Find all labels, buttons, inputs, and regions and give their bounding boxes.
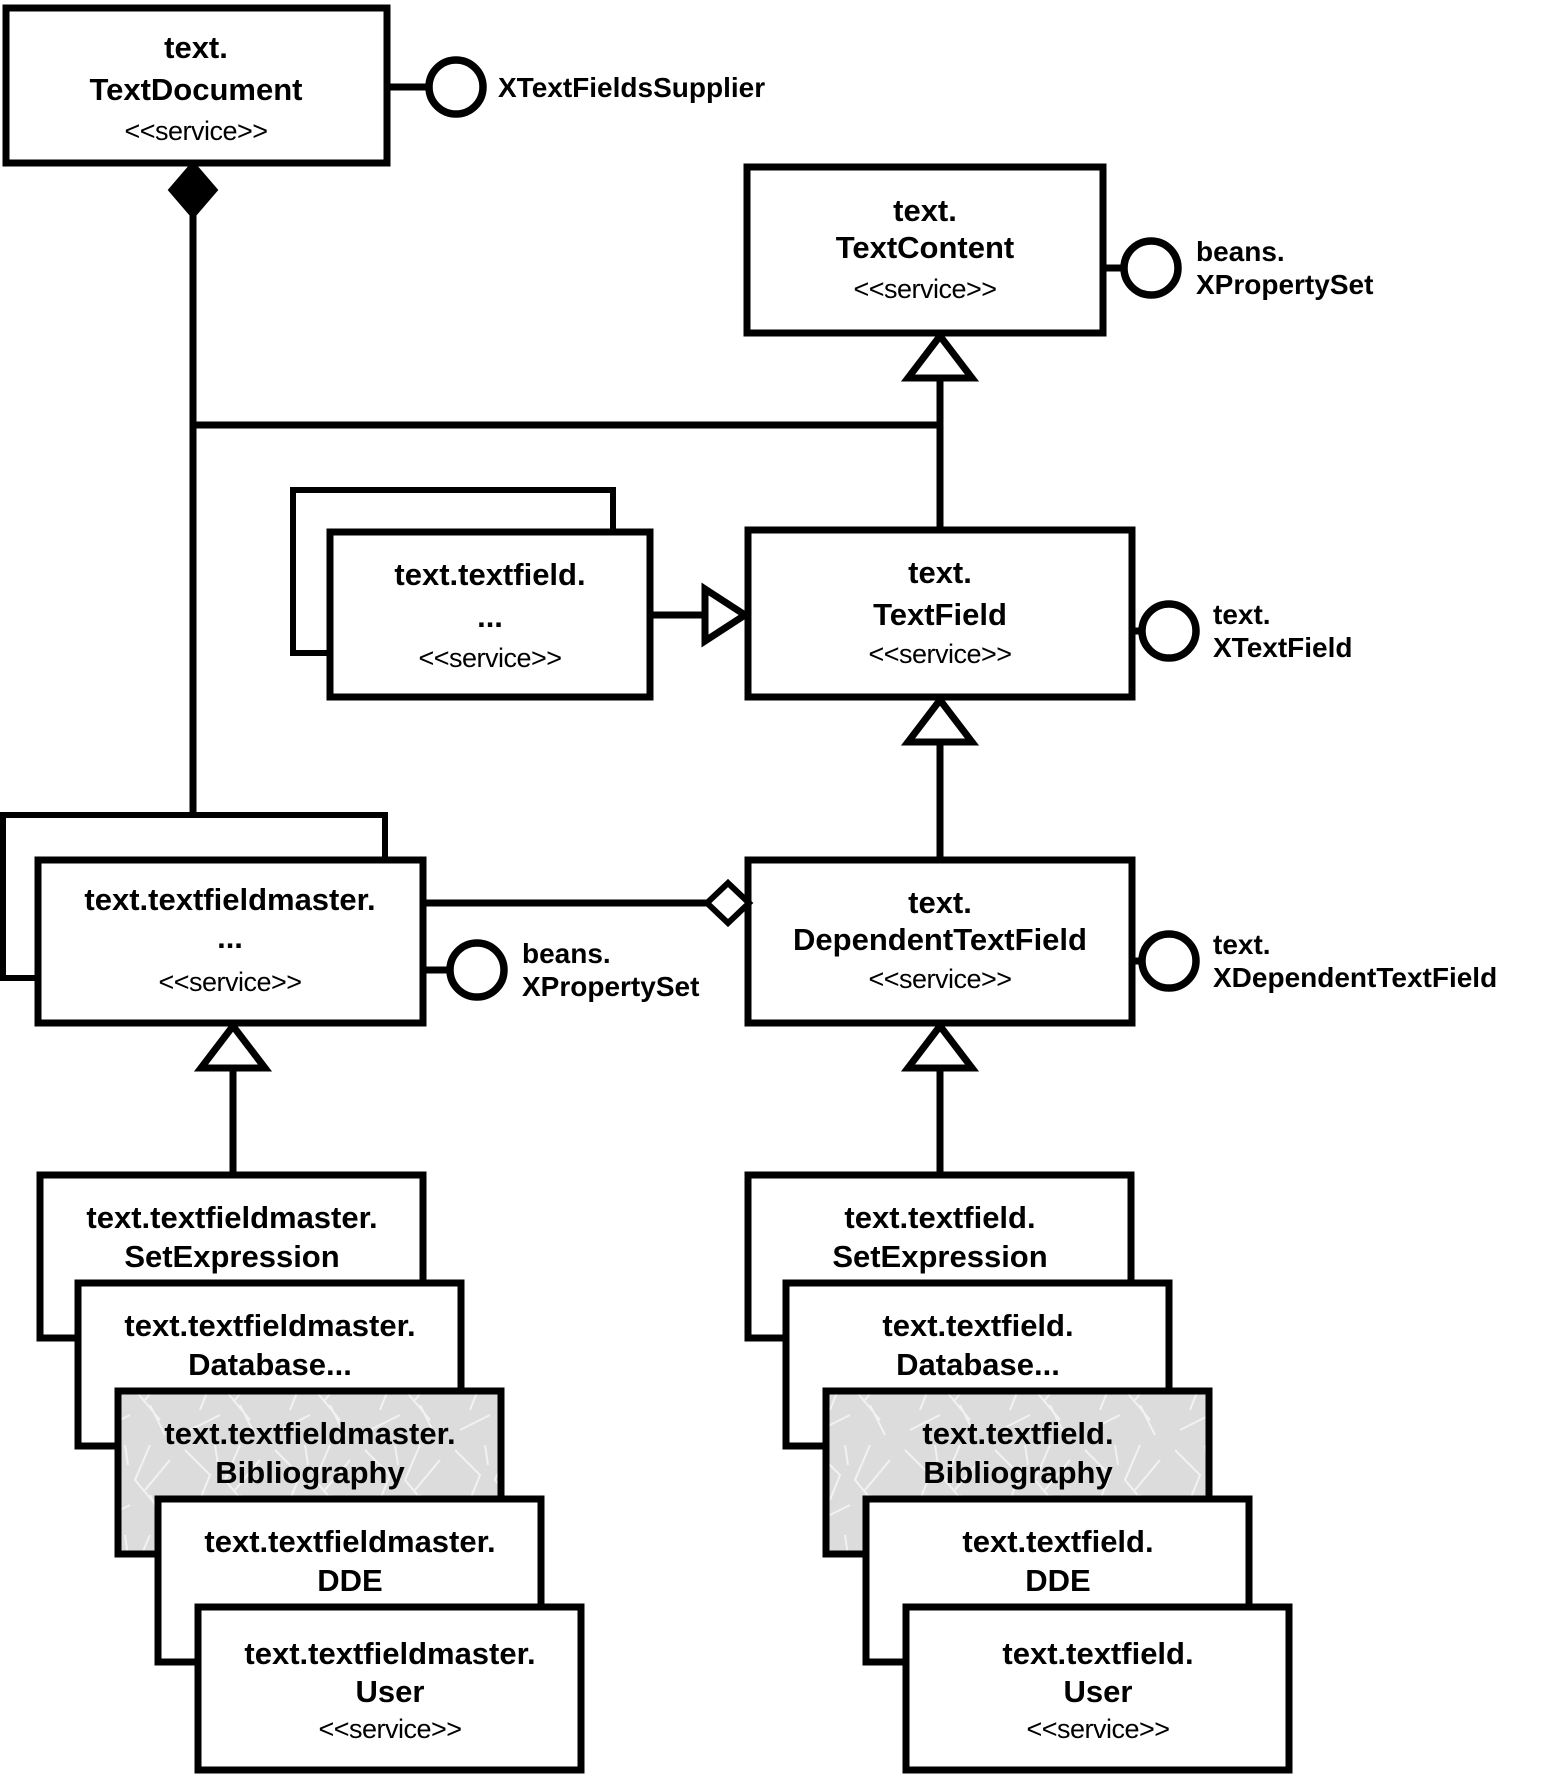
service-name-line1: text.textfield.	[394, 557, 585, 592]
service-box-textfield: text. TextField <<service>>	[744, 526, 1136, 701]
interface-label-line2: XPropertySet	[522, 971, 699, 1002]
service-box-textfieldmaster-generic-stack: text.textfieldmaster. ... <<service>>	[0, 812, 427, 1027]
box-rect	[326, 528, 654, 701]
master-stack: text.textfieldmaster. SetExpression text…	[36, 1171, 585, 1774]
service-name-line1: text.textfield.	[882, 1308, 1073, 1343]
interface-label-line2: XDependentTextField	[1213, 962, 1497, 993]
service-name-line2: SetExpression	[124, 1239, 339, 1274]
service-name-line2: TextField	[873, 597, 1007, 632]
interface-beans-xpropertyset-left: beans. XPropertySet	[446, 938, 699, 1002]
interface-label-line1: beans.	[522, 938, 611, 969]
box-rect	[743, 163, 1107, 337]
service-stereotype: <<service>>	[1026, 1714, 1169, 1744]
interface-lollipop-icon	[446, 939, 508, 1001]
box-rect	[194, 1603, 585, 1774]
interface-lollipop-icon	[1138, 930, 1200, 992]
generalization-arrow-icon-fieldgeneric	[701, 582, 752, 648]
service-name-line1: text.textfieldmaster.	[86, 1200, 377, 1235]
interface-lollipop-icon	[1120, 237, 1182, 299]
service-name-line1: text.textfieldmaster.	[204, 1524, 495, 1559]
service-name-line1: text.textfieldmaster.	[84, 882, 375, 917]
service-name-line1: text.textfield.	[1002, 1636, 1193, 1671]
interface-beans-xpropertyset-top: beans. XPropertySet	[1120, 236, 1373, 300]
box-rect	[34, 856, 427, 1027]
service-box-textcontent: text. TextContent <<service>>	[743, 163, 1107, 337]
box-rect	[902, 1603, 1293, 1774]
composition-diamond-icon	[167, 160, 219, 220]
interface-text-xtextfield: text. XTextField	[1138, 599, 1353, 663]
service-stereotype: <<service>>	[868, 964, 1011, 994]
field-stack-user: text.textfield. User <<service>>	[902, 1603, 1293, 1774]
service-stereotype: <<service>>	[418, 643, 561, 673]
service-name-line2: Bibliography	[215, 1455, 405, 1490]
service-name-line1: text.textfield.	[922, 1416, 1113, 1451]
interface-xtextfieldssupplier: XTextFieldsSupplier	[425, 56, 765, 118]
service-name-line1: text.textfieldmaster.	[244, 1636, 535, 1671]
service-box-dependenttextfield: text. DependentTextField <<service>>	[744, 856, 1136, 1027]
connector-glyphs	[167, 160, 980, 1072]
service-box-textdocument: text. TextDocument <<service>>	[2, 4, 391, 167]
generalization-arrow-icon-fieldstack	[900, 1020, 980, 1072]
interface-label-line2: XPropertySet	[1196, 269, 1373, 300]
service-stereotype: <<service>>	[853, 274, 996, 304]
service-name-line2: Database...	[896, 1347, 1060, 1382]
interface-lollipop-icon	[1138, 600, 1200, 662]
service-name-line2: TextDocument	[89, 72, 302, 107]
service-name-line1: text.textfield.	[844, 1200, 1035, 1235]
service-name-line1: text.	[164, 30, 228, 65]
box-rect	[2, 4, 391, 167]
interface-lollipop-icon	[425, 56, 487, 118]
generalization-arrow-icon-textfield	[900, 694, 980, 746]
interface-label-line1: beans.	[1196, 236, 1285, 267]
service-name-line2: DependentTextField	[793, 922, 1087, 957]
service-name-line1: text.textfieldmaster.	[124, 1308, 415, 1343]
master-stack-user: text.textfieldmaster. User <<service>>	[194, 1603, 585, 1774]
interface-label: XTextFieldsSupplier	[498, 72, 765, 103]
relation-lines	[189, 83, 1142, 1178]
service-stereotype: <<service>>	[124, 116, 267, 146]
service-name-line2: DDE	[1025, 1563, 1090, 1598]
aggregation-diamond-icon	[702, 878, 754, 928]
service-name-line2: ...	[477, 599, 503, 634]
service-name-line2: Database...	[188, 1347, 352, 1382]
service-name-line1: text.textfield.	[962, 1524, 1153, 1559]
service-name-line2: User	[1064, 1674, 1133, 1709]
interface-label-line2: XTextField	[1213, 632, 1353, 663]
service-name-line2: Bibliography	[923, 1455, 1113, 1490]
service-box-textfield-generic-stack: text.textfield. ... <<service>>	[290, 487, 654, 701]
service-name-line2: ...	[217, 920, 243, 955]
service-stereotype: <<service>>	[158, 967, 301, 997]
service-name-line1: text.	[908, 885, 972, 920]
generalization-arrow-icon-masterstack	[193, 1020, 273, 1072]
field-stack: text.textfield. SetExpression text.textf…	[744, 1171, 1293, 1774]
box-rect	[744, 856, 1136, 1027]
service-name-line2: User	[356, 1674, 425, 1709]
service-name-line2: SetExpression	[832, 1239, 1047, 1274]
interface-label-line1: text.	[1213, 929, 1271, 960]
field-stack-bibliography: text.textfield. Bibliography	[822, 1387, 1213, 1558]
interface-text-xdependenttextfield: text. XDependentTextField	[1138, 929, 1497, 993]
service-name-line1: text.	[893, 193, 957, 228]
service-name-line1: text.textfieldmaster.	[164, 1416, 455, 1451]
service-name-line2: TextContent	[836, 230, 1015, 265]
service-name-line1: text.	[908, 555, 972, 590]
generalization-arrow-icon-textcontent	[900, 330, 980, 382]
service-stereotype: <<service>>	[868, 639, 1011, 669]
service-stereotype: <<service>>	[318, 1714, 461, 1744]
service-name-line2: DDE	[317, 1563, 382, 1598]
interface-label-line1: text.	[1213, 599, 1271, 630]
